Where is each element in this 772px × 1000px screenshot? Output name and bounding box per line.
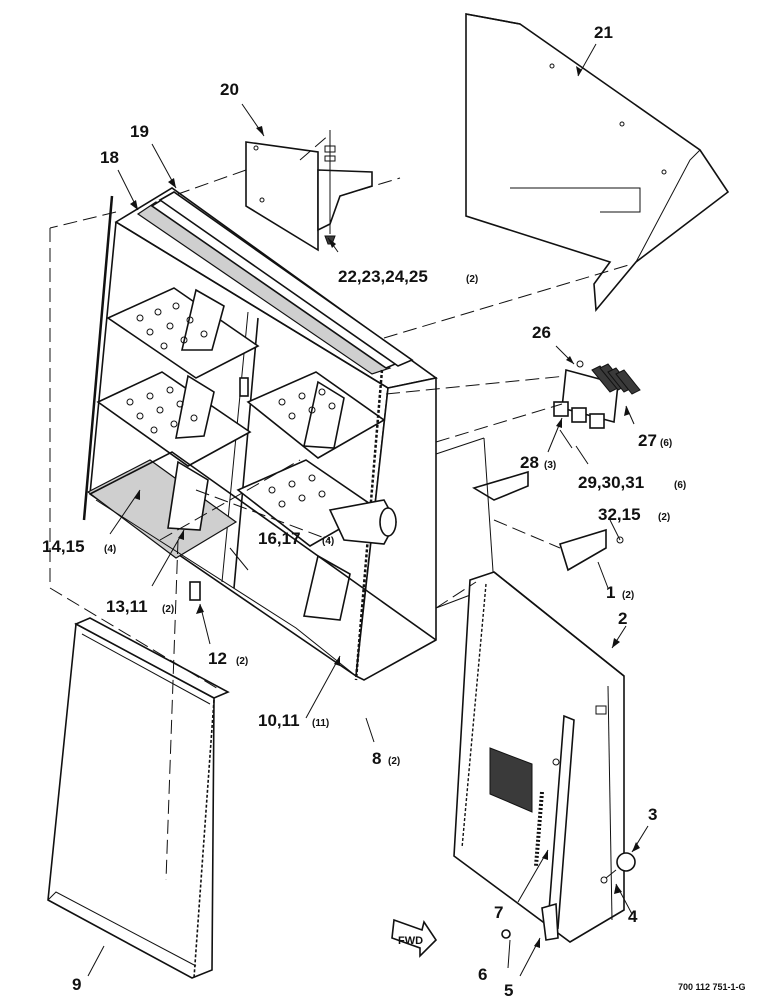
callout-26: 26 — [532, 323, 551, 342]
figure-code: 700 112 751-1-G — [678, 982, 746, 992]
part-9-front-door — [47, 617, 230, 979]
callout-32: 32,15 — [598, 505, 641, 524]
assembly-lines — [49, 133, 633, 881]
callout-12-qty: (2) — [236, 656, 248, 667]
callout-3: 3 — [648, 805, 657, 824]
callout-6: 6 — [478, 965, 487, 984]
part-20-bracket — [245, 130, 373, 252]
callout-7: 7 — [494, 903, 503, 922]
callout-22-qty: (2) — [466, 274, 478, 285]
part-21-deflector — [465, 13, 730, 313]
callout-12: 12 — [208, 649, 227, 668]
callout-4: 4 — [628, 907, 638, 926]
callout-20: 20 — [220, 80, 239, 99]
callout-5: 5 — [504, 981, 513, 1000]
callout-13-qty: (2) — [162, 604, 174, 615]
fwd-arrow-label: FWD — [398, 935, 423, 947]
callout-32-qty: (2) — [658, 512, 670, 523]
callout-labels: 20 19 18 21 22,23,24,25 (2) 26 27 (6) 28… — [42, 23, 746, 1000]
callout-14-qty: (4) — [104, 544, 116, 555]
callout-14: 14,15 — [42, 537, 85, 556]
part-2-side-door — [453, 571, 636, 943]
callout-19: 19 — [130, 122, 149, 141]
fwd-arrow-icon: FWD — [391, 918, 438, 958]
callout-16: 16,17 — [258, 529, 301, 548]
callout-1-qty: (2) — [622, 590, 634, 601]
callout-2: 2 — [618, 609, 627, 628]
callout-29-qty: (6) — [674, 480, 686, 491]
callout-22: 22,23,24,25 — [338, 267, 428, 286]
callout-8-qty: (2) — [388, 756, 400, 767]
callout-9: 9 — [72, 975, 81, 994]
callout-21: 21 — [594, 23, 613, 42]
callout-10-qty: (11) — [312, 718, 329, 729]
part-1-hinge-bracket — [558, 528, 624, 572]
callout-28-qty: (3) — [544, 460, 556, 471]
callout-28: 28 — [520, 453, 539, 472]
callout-10: 10,11 — [258, 711, 300, 730]
part-26-plate-assembly — [553, 360, 641, 449]
callout-8: 8 — [372, 749, 381, 768]
callout-29: 29,30,31 — [578, 473, 644, 492]
arrowheads — [130, 66, 640, 948]
callout-16-qty: (4) — [322, 536, 334, 547]
callout-1: 1 — [606, 583, 615, 602]
callout-27: 27 — [638, 431, 657, 450]
housing-frame — [82, 187, 438, 681]
callout-18: 18 — [100, 148, 119, 167]
callout-13: 13,11 — [106, 597, 148, 616]
callout-27-qty: (6) — [660, 438, 672, 449]
